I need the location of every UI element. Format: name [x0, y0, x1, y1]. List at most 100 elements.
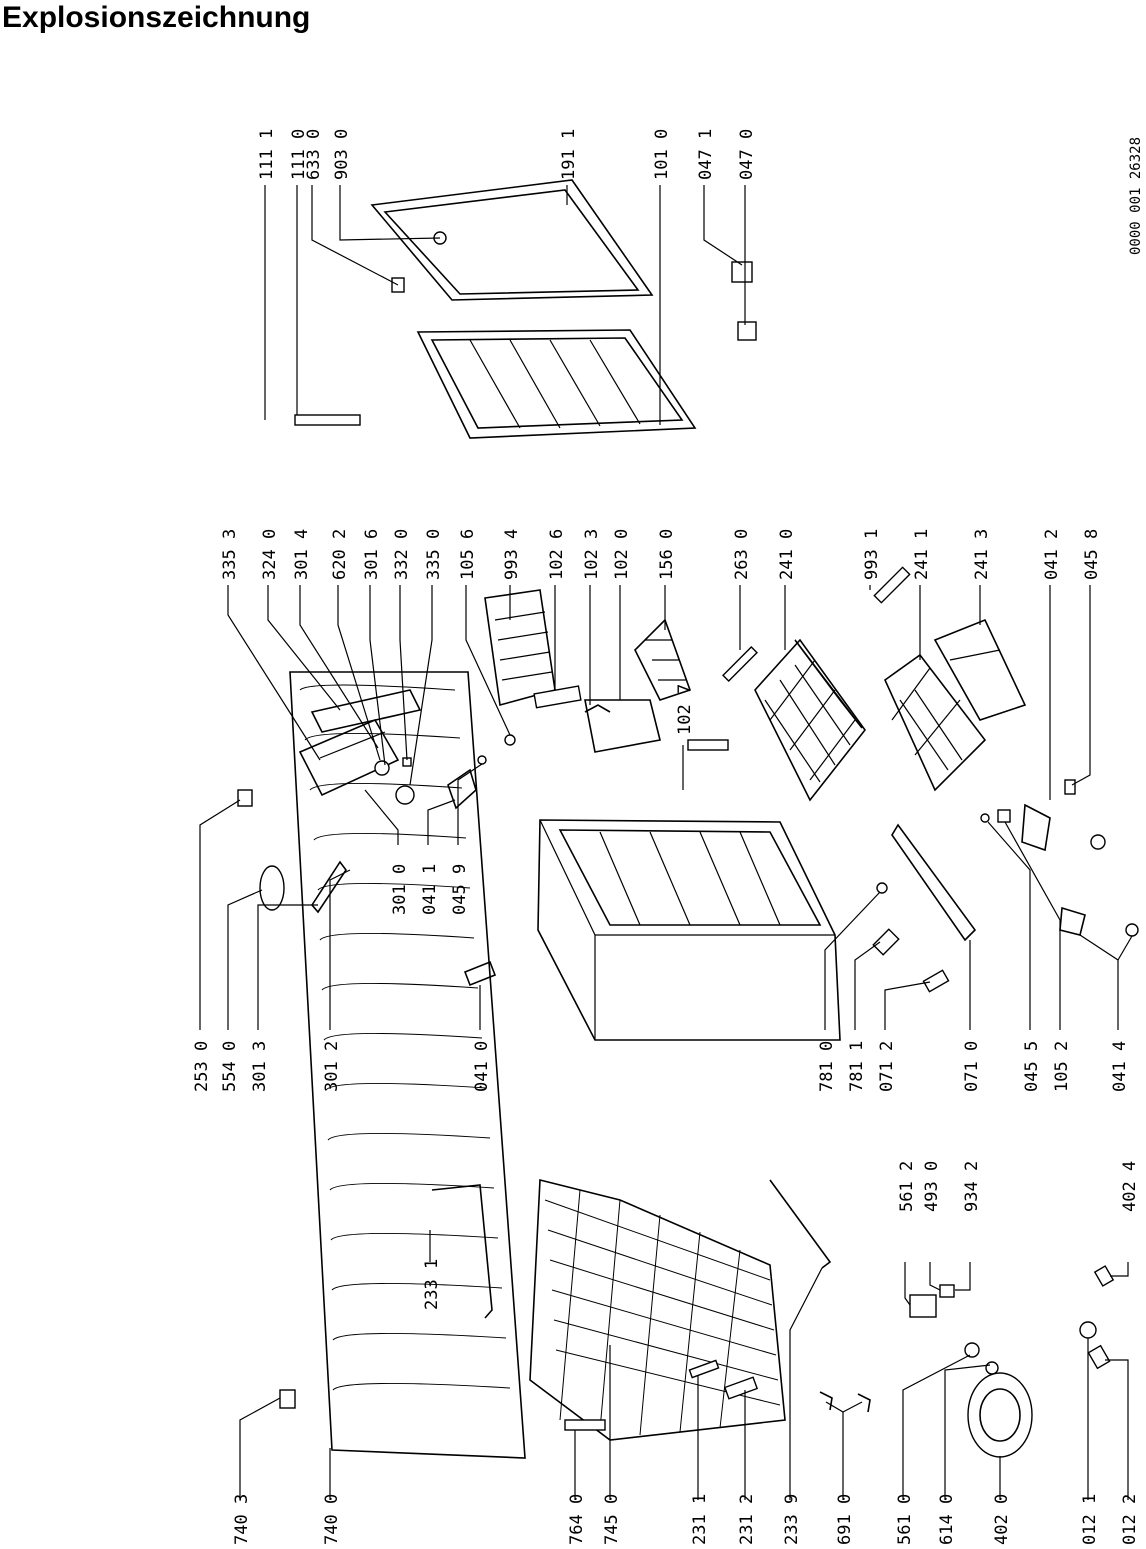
- label-102-0: 102 0: [612, 529, 632, 580]
- label-045-9: 045 9: [450, 864, 470, 915]
- evaporator-745-0: [529, 1178, 786, 1441]
- label-102-3: 102 3: [582, 529, 602, 580]
- label-620-2: 620 2: [330, 529, 350, 580]
- label-012-2: 012 2: [1120, 1494, 1140, 1545]
- relay-561-2: [909, 1294, 937, 1318]
- label-071-0: 071 0: [962, 1041, 982, 1092]
- label-561-0: 561 0: [895, 1494, 915, 1545]
- compressor-402-0: [967, 1372, 1033, 1458]
- basket-241-0: [754, 638, 867, 802]
- tray-993-4: [484, 589, 556, 707]
- label-740-0: 740 0: [322, 1494, 342, 1545]
- part-047-1: [731, 261, 753, 283]
- hinge-111-0: [294, 414, 361, 426]
- leader-lines: [199, 185, 1133, 1500]
- label-614-0: 614 0: [937, 1494, 957, 1545]
- label-241-3: 241 3: [972, 529, 992, 580]
- label-691-0: 691 0: [835, 1494, 855, 1545]
- label-301-4: 301 4: [292, 529, 312, 580]
- label-781-1: 781 1: [847, 1041, 867, 1092]
- label-012-1: 012 1: [1080, 1494, 1100, 1545]
- label-740-3: 740 3: [232, 1494, 252, 1545]
- part-102-3: [584, 704, 611, 713]
- label-041-1: 041 1: [420, 864, 440, 915]
- label-633-0: 633 0: [304, 129, 324, 180]
- label-156-0: 156 0: [657, 529, 677, 580]
- page-title: Explosionszeichnung: [2, 1, 311, 34]
- label-233-9: 233 9: [782, 1494, 802, 1545]
- label-253-0: 253 0: [192, 1041, 212, 1092]
- part-781-0: [876, 882, 888, 894]
- document-number-text: 0000 001 26328: [1128, 137, 1144, 255]
- label-301-0: 301 0: [390, 864, 410, 915]
- part-012-2: [1087, 1344, 1111, 1370]
- part-493-0: [939, 1284, 955, 1298]
- label-045-8: 045 8: [1082, 529, 1102, 580]
- label-402-4: 402 4: [1120, 1161, 1140, 1212]
- label-241-0: 241 0: [777, 529, 797, 580]
- tube-233-1: [431, 1184, 493, 1319]
- bracket-041-1: [447, 768, 477, 810]
- cabinet: [537, 819, 841, 1041]
- part-045-8: [1064, 779, 1106, 850]
- label-047-1: 047 1: [696, 129, 716, 180]
- part-105-6: [504, 734, 516, 746]
- bracket-041-0: [463, 960, 497, 987]
- label-554-0: 554 0: [220, 1041, 240, 1092]
- ice-tray-156-0: [634, 618, 692, 701]
- label-781-0: 781 0: [817, 1041, 837, 1092]
- label-493-0: 493 0: [922, 1161, 942, 1212]
- part-253-0: [237, 789, 253, 807]
- label-045-5: 045 5: [1022, 1041, 1042, 1092]
- part-045-9: [477, 755, 487, 765]
- condenser-740-0: [279, 671, 526, 1459]
- label-324-0: 324 0: [260, 529, 280, 580]
- strip-993-1: [873, 566, 911, 604]
- part-554-0: [259, 865, 285, 911]
- part-561-0: [964, 1342, 980, 1358]
- label-241-1: 241 1: [912, 529, 932, 580]
- label-111-0: 111 0: [289, 129, 309, 180]
- label-101-0: 101 0: [652, 129, 672, 180]
- label-102-6: 102 6: [547, 529, 567, 580]
- drier-764-0: [564, 1419, 606, 1431]
- part-047-0: [737, 321, 757, 341]
- basket-241-1: [883, 653, 987, 792]
- part-012-1: [1079, 1321, 1097, 1339]
- part-301-3: [311, 860, 347, 914]
- label-041-4: 041 4: [1110, 1041, 1130, 1092]
- label-301-2: 301 2: [322, 1041, 342, 1092]
- label-335-3: 335 3: [220, 529, 240, 580]
- part-231-2: [723, 1376, 759, 1400]
- part-263-0: [722, 646, 758, 682]
- label-041-2: 041 2: [1042, 529, 1062, 580]
- label-102-7: 102 7: [675, 684, 695, 735]
- part-301-6: [374, 760, 390, 776]
- rail-233-9: [769, 1179, 832, 1269]
- hinge-041-2: [1021, 803, 1051, 852]
- part-335-0: [395, 785, 415, 805]
- label-231-2: 231 2: [737, 1494, 757, 1545]
- label-993-4: 993 4: [502, 529, 522, 580]
- document-number: 0000 001 26328: [1128, 137, 1144, 255]
- flap-102-0: [584, 699, 661, 753]
- label-402-0: 402 0: [992, 1494, 1012, 1545]
- clips-691-0: [819, 1391, 871, 1413]
- door-panel-101-0: [416, 329, 697, 439]
- label-263-0: 263 0: [732, 529, 752, 580]
- label-561-2: 561 2: [897, 1161, 917, 1212]
- part-labels: 740 3 740 0 764 0 745 0 231 1 231 2 233 …: [192, 129, 1140, 1545]
- label-301-6: 301 6: [362, 529, 382, 580]
- label-105-6: 105 6: [458, 529, 478, 580]
- door-seal-191-1: [370, 179, 654, 301]
- part-045-5: [980, 813, 990, 823]
- part-231-1: [688, 1359, 720, 1379]
- part-781-1: [872, 928, 900, 956]
- label-764-0: 764 0: [567, 1494, 587, 1545]
- label-041-0: 041 0: [472, 1041, 492, 1092]
- label-105-2: 105 2: [1052, 1041, 1072, 1092]
- label-071-2: 071 2: [877, 1041, 897, 1092]
- label-191-1: 191 1: [559, 129, 579, 180]
- label-934-2: 934 2: [962, 1161, 982, 1212]
- label-332-0: 332 0: [392, 529, 412, 580]
